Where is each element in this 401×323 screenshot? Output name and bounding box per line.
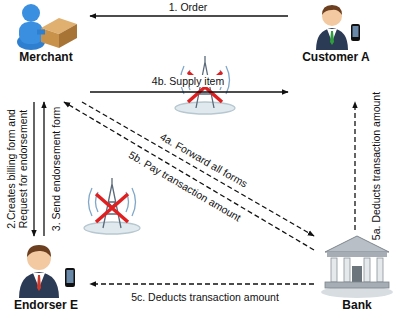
edge-label: 3. Send endorsement form (50, 105, 62, 233)
endorser-icon (13, 238, 79, 298)
arrow (90, 15, 288, 16)
edge-label: 5a. Deducts transaction amount (370, 90, 382, 242)
dashed-arrow (354, 102, 355, 230)
bank-node: Bank (316, 232, 398, 320)
customer-node: Customer A (290, 2, 382, 100)
dashed-arrow (64, 102, 314, 250)
customer-icon (310, 2, 362, 50)
node-label: Merchant (19, 50, 72, 64)
edge-label: 5b. Pay transaction amount (125, 147, 245, 224)
arrow (33, 102, 34, 236)
node-label: Customer A (302, 50, 370, 64)
arrow (43, 102, 44, 236)
edge-label: 2.Creates billing form and Request for e… (5, 100, 29, 238)
endorser-node: Endorser E (4, 238, 88, 320)
merchant-node: Merchant (4, 2, 88, 100)
node-label: Endorser E (14, 298, 78, 312)
dashed-arrow (90, 283, 314, 284)
tower-icon (84, 178, 140, 234)
edge-label: 5c. Deducts transaction amount (129, 291, 281, 303)
dashed-arrow (82, 102, 314, 236)
bank-icon (319, 232, 395, 298)
node-label: Bank (342, 298, 371, 312)
arrow (90, 91, 288, 92)
edge-label: 4b. Supply item (150, 75, 226, 87)
merchant-icon (11, 2, 81, 50)
edge-label: 1. Order (167, 1, 210, 13)
